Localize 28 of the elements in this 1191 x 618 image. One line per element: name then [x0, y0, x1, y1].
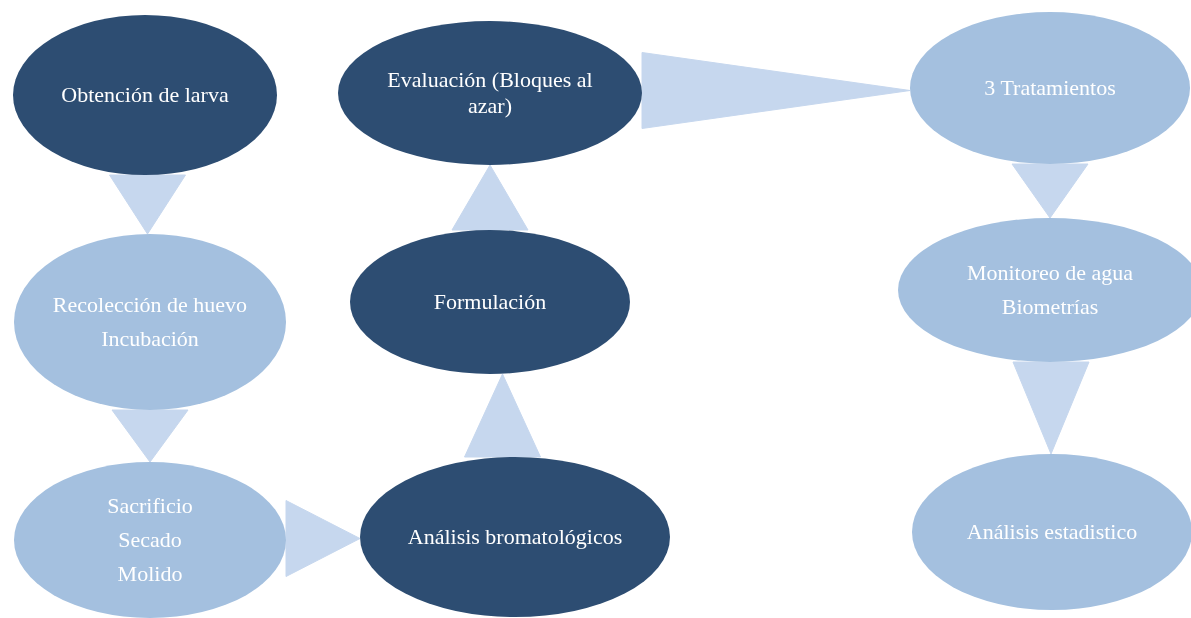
node-text: Incubación — [101, 326, 199, 352]
chevron-arrow — [1012, 361, 1090, 455]
chevron-arrow — [111, 409, 189, 463]
chevron-arrow — [1011, 163, 1089, 219]
node-text: Obtención de larva — [61, 82, 229, 108]
chevron-arrow — [285, 500, 361, 577]
node-text: Sacrificio — [107, 493, 193, 519]
node-text: Evaluación (Bloques al azar) — [386, 67, 594, 119]
node-text: Monitoreo de agua — [966, 260, 1134, 286]
ellipse-node — [14, 462, 286, 618]
node-text: Análisis estadistico — [966, 519, 1138, 545]
ellipse-node — [910, 12, 1190, 164]
node-text: Análisis bromatológicos — [407, 524, 623, 550]
node-text: Formulación — [433, 289, 547, 315]
node-text: Molido — [117, 560, 183, 587]
ellipse-node — [338, 21, 642, 165]
node-text: Recolección de huevo — [52, 292, 248, 318]
chevron-arrow — [451, 164, 529, 231]
node-text: Biometrías — [1001, 294, 1099, 320]
node-text: 3 Tratamientos — [984, 75, 1116, 101]
chevron-arrow — [464, 373, 541, 458]
chevron-arrow — [109, 174, 186, 235]
ellipse-node — [350, 230, 630, 374]
ellipse-node — [360, 457, 670, 617]
chevron-arrow — [641, 52, 911, 129]
ellipse-node — [13, 15, 277, 175]
ellipse-node — [14, 234, 286, 410]
node-text: Secado — [118, 527, 182, 553]
